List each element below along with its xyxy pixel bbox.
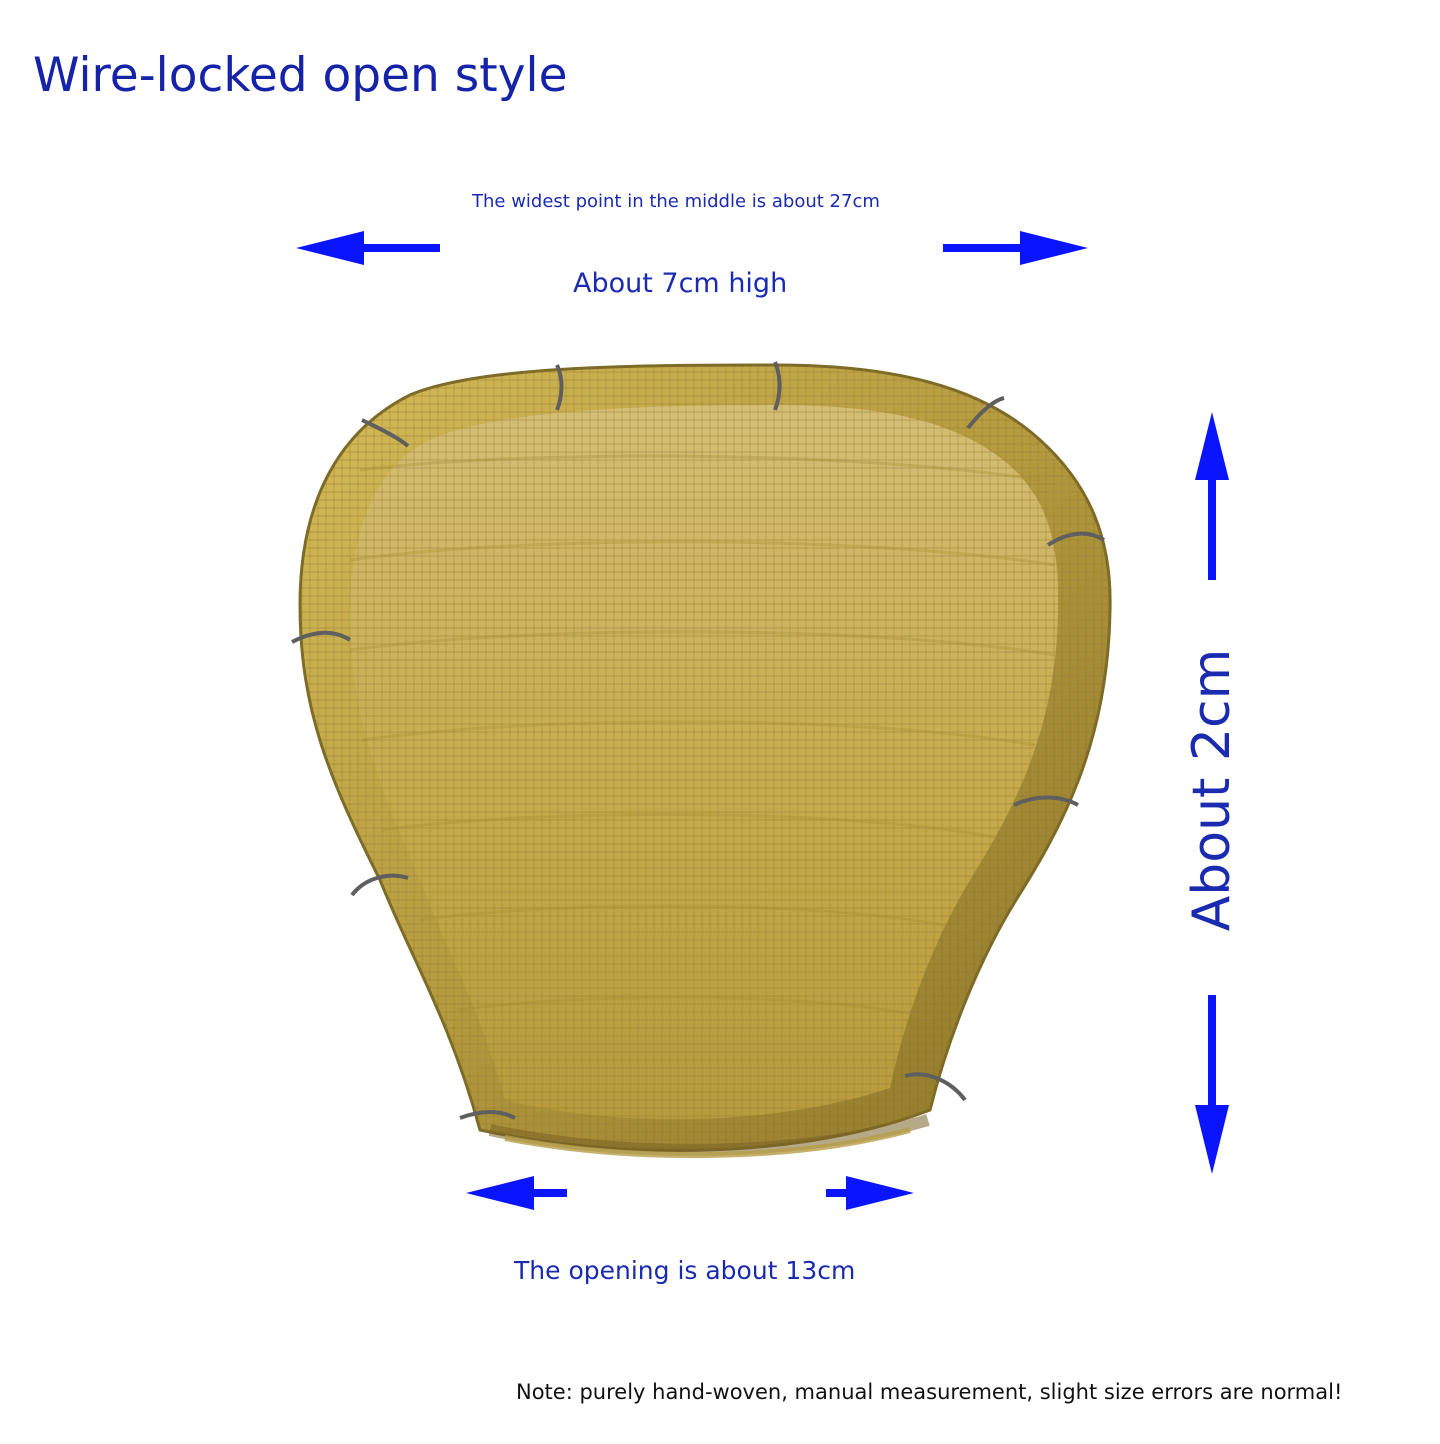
arrow-up-icon <box>1195 412 1229 580</box>
height-label: About 7cm high <box>573 268 788 299</box>
opening-label: The opening is about 13cm <box>514 1256 856 1285</box>
arrow-down-icon <box>1195 995 1229 1174</box>
arrow-left-icon <box>296 231 440 265</box>
arrow-right-icon <box>826 1176 914 1210</box>
page-title: Wire-locked open style <box>33 48 568 103</box>
arrow-right-icon <box>943 231 1088 265</box>
note-label: Note: purely hand-woven, manual measurem… <box>516 1380 1343 1404</box>
arrow-left-icon <box>466 1176 567 1210</box>
widest-point-label: The widest point in the middle is about … <box>472 191 880 212</box>
